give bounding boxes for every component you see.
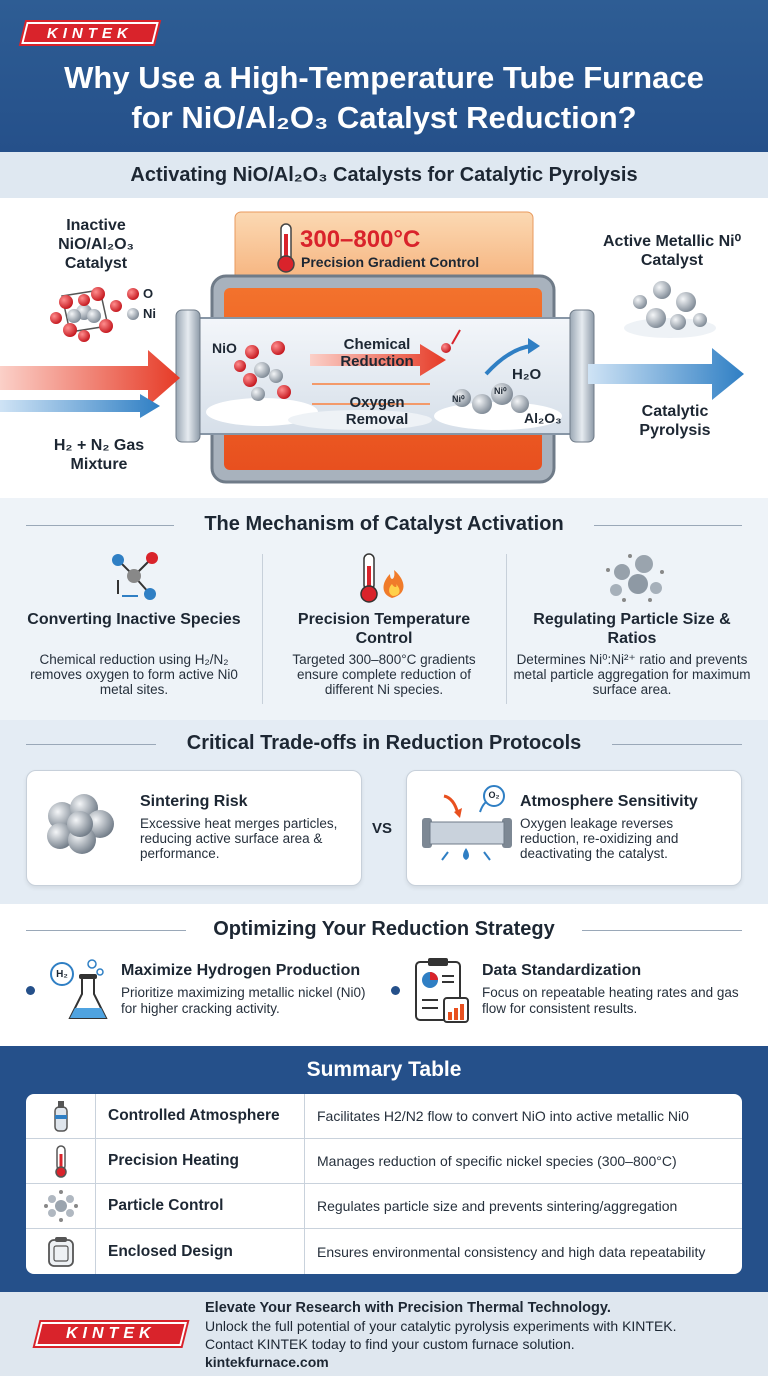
input-catalyst-label: Inactive NiO/Al₂O₃ Catalyst: [58, 217, 134, 272]
mechanism-title-2: Precision Temperature Control: [297, 611, 471, 647]
table-feature: Controlled Atmosphere: [96, 1094, 305, 1139]
process-diagram: Inactive NiO/Al₂O₃ Catalyst O Ni H₂ + N₂…: [0, 198, 768, 498]
legend-o: O: [143, 286, 154, 301]
divider: [612, 744, 742, 745]
active-catalyst-label: Active Metallic Ni⁰ Catalyst: [602, 233, 741, 269]
kintek-logo[interactable]: KINTEK: [21, 22, 159, 44]
divider: [594, 525, 742, 526]
table-feature: Precision Heating: [96, 1138, 305, 1184]
footer-url[interactable]: kintekfurnace.com: [205, 1354, 329, 1370]
bullet-dot: [391, 986, 400, 995]
gas-mixture-label: H₂ + N₂ Gas Mixture: [53, 437, 145, 473]
maximize-hydrogen-text: Prioritize maximizing metallic nickel (N…: [121, 985, 366, 1016]
divider: [26, 744, 156, 745]
mechanism-divider: [506, 554, 507, 704]
mechanism-divider: [262, 554, 263, 704]
table-feature: Enclosed Design: [96, 1229, 305, 1274]
vs-label: VS: [372, 820, 393, 837]
thermometer-icon: [26, 1138, 96, 1184]
o2-badge: O₂: [488, 790, 500, 800]
table-row: Precision Heating Manages reduction of s…: [26, 1138, 742, 1184]
activation-heading: Activating NiO/Al₂O₃ Catalysts for Catal…: [0, 152, 768, 198]
summary-table: Controlled Atmosphere Facilitates H2/N2 …: [26, 1094, 742, 1274]
bullet-dot: [26, 986, 35, 995]
mechanism-text-1: Chemical reduction using H₂/N₂ removes o…: [30, 652, 238, 697]
gas-cylinder-icon: [26, 1094, 96, 1139]
sintering-risk-text: Excessive heat merges particles, reducin…: [140, 816, 338, 861]
thermometer-icon: [277, 223, 295, 273]
atmosphere-sensitivity-text: Oxygen leakage reverses reduction, re-ox…: [520, 816, 679, 861]
h2o-label: H₂O: [512, 366, 542, 383]
tube-nio-label: NiO: [212, 340, 237, 356]
divider: [26, 930, 186, 931]
page-title: Why Use a High-Temperature Tube Furnace …: [64, 60, 704, 135]
footer-line-2: Unlock the full potential of your cataly…: [205, 1318, 677, 1334]
ni0-label-a: Ni⁰: [452, 394, 465, 404]
data-standardization-text: Focus on repeatable heating rates and ga…: [482, 985, 739, 1016]
furnace-illustration: [0, 211, 744, 484]
kintek-footer-logo[interactable]: KINTEK: [35, 1322, 187, 1346]
maximize-hydrogen-title: Maximize Hydrogen Production: [121, 962, 361, 979]
strategy-heading: Optimizing Your Reduction Strategy: [213, 918, 555, 940]
h2-badge: H₂: [56, 969, 68, 980]
al2o3-label: Al₂O₃: [524, 410, 562, 426]
thermometer-flame-icon: [360, 553, 404, 603]
divider: [26, 525, 174, 526]
particles-icon: [606, 554, 664, 602]
footer-line-3: Contact KINTEK today to find your custom…: [205, 1336, 575, 1352]
table-desc: Regulates particle size and prevents sin…: [317, 1198, 678, 1214]
chemical-reduction-label: Chemical Reduction: [340, 336, 414, 370]
flask-icon: [50, 959, 108, 1019]
table-desc: Ensures environmental consistency and hi…: [317, 1243, 706, 1260]
temperature-caption: Precision Gradient Control: [301, 254, 480, 270]
data-standardization-title: Data Standardization: [482, 962, 642, 979]
mechanism-heading: The Mechanism of Catalyst Activation: [204, 513, 564, 535]
atmosphere-sensitivity-title: Atmosphere Sensitivity: [520, 793, 698, 810]
mechanism-title-3: Regulating Particle Size & Ratios: [533, 611, 731, 647]
oxygen-removal-label: Oxygen Removal: [345, 394, 409, 428]
mechanism-text-3: Determines Ni⁰:Ni²⁺ ratio and prevents m…: [513, 652, 751, 697]
ni0-label-b: Ni⁰: [494, 386, 507, 396]
nio-in-tube-icon: [234, 341, 291, 401]
mechanism-text-2: Targeted 300–800°C gradients ensure comp…: [292, 652, 476, 697]
catalytic-pyrolysis-label: Catalytic Pyrolysis: [639, 403, 711, 439]
divider: [582, 930, 742, 931]
table-desc: Facilitates H2/N2 flow to convert NiO in…: [317, 1108, 689, 1124]
table-desc: Manages reduction of specific nickel spe…: [317, 1153, 677, 1169]
sintering-particles-icon: [47, 794, 114, 854]
tradeoffs-heading: Critical Trade-offs in Reduction Protoco…: [186, 732, 582, 754]
legend-ni: Ni: [143, 306, 156, 321]
leaking-tube-icon: [422, 785, 512, 861]
temperature-range: 300–800°C: [300, 226, 421, 253]
mechanism-section: [0, 498, 768, 720]
report-chart-icon: [415, 958, 469, 1023]
table-row: Controlled Atmosphere Facilitates H2/N2 …: [26, 1094, 742, 1139]
table-row: Enclosed Design Ensures environmental co…: [26, 1229, 742, 1274]
table-feature: Particle Control: [96, 1183, 305, 1229]
chamber-icon: [26, 1229, 96, 1274]
summary-heading: Summary Table: [306, 1058, 462, 1081]
footer-headline: Elevate Your Research with Precision The…: [205, 1300, 611, 1316]
sintering-risk-title: Sintering Risk: [140, 793, 248, 810]
mechanism-title-1: Converting Inactive Species: [27, 611, 241, 628]
particles-icon: [26, 1183, 96, 1229]
molecule-icon: [112, 552, 158, 600]
table-row: Particle Control Regulates particle size…: [26, 1183, 742, 1229]
nio-crystal-icon: [50, 287, 122, 342]
